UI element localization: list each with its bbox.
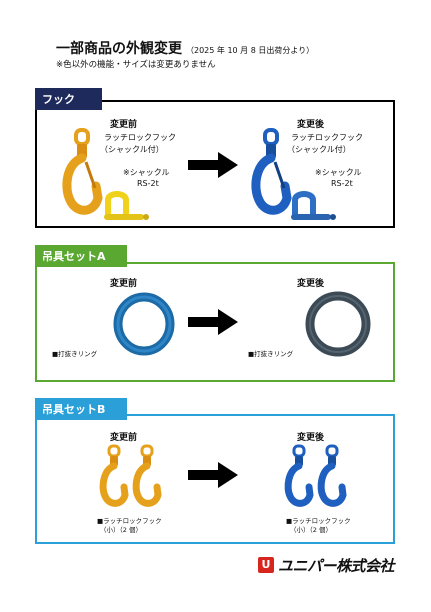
new-ring-image	[305, 291, 371, 357]
old-small-hook-2-image	[132, 444, 162, 507]
hook-section-tab: フック	[35, 88, 102, 110]
new-small-hook-1-image	[284, 444, 314, 507]
hook-after-label: 変更後	[297, 120, 325, 130]
set-b-after-caption-1: ■ラッチロックフック	[286, 517, 351, 525]
new-swivel-hook-image	[251, 128, 292, 215]
logo-mark-text: U	[261, 558, 271, 571]
set-a-before-label: 変更前	[110, 279, 138, 289]
set-b-section	[35, 414, 395, 544]
hook-before-label: 変更前	[110, 120, 138, 130]
set-b-after-caption-2: （小）（2 個）	[290, 526, 332, 534]
set-b-section-tab: 吊具セットB	[35, 398, 127, 420]
hook-before-name-2: （シャックル付）	[100, 145, 164, 154]
logo-mark-icon: U	[258, 557, 274, 573]
set-a-arrow-icon	[188, 309, 238, 335]
company-logo: U ユニパー株式会社	[258, 555, 398, 577]
hook-after-name-1: ラッチロックフック	[291, 133, 363, 142]
set-a-section-tab: 吊具セットA	[35, 245, 127, 267]
set-a-before-caption: ■打抜きリング	[52, 350, 98, 358]
set-b-before-caption-2: （小）（2 個）	[100, 526, 142, 534]
company-name: ユニパー株式会社	[278, 557, 395, 575]
set-b-before-caption-1: ■ラッチロックフック	[97, 517, 162, 525]
hook-before-note-1: ※シャックル	[123, 168, 170, 177]
hook-after-note-1: ※シャックル	[315, 168, 362, 177]
set-a-after-caption: ■打抜きリング	[248, 350, 294, 358]
hook-after-name-2: （シャックル付）	[287, 145, 351, 154]
page-subtitle: ※色以外の機能・サイズは変更ありません	[56, 60, 216, 70]
old-swivel-hook-image	[62, 128, 103, 215]
set-b-arrow-icon	[188, 462, 238, 488]
page-title: 一部商品の外観変更 （2025 年 10 月 8 日出荷分より）	[56, 38, 314, 58]
new-shackle-image	[291, 191, 336, 220]
old-shackle-image	[104, 191, 149, 220]
hook-before-note-2: RS-2t	[137, 179, 159, 188]
set-a-after-label: 変更後	[297, 279, 325, 289]
set-b-after-label: 変更後	[297, 433, 325, 443]
hook-before-name-1: ラッチロックフック	[104, 133, 176, 142]
hook-after-note-2: RS-2t	[331, 179, 353, 188]
date-note: （2025 年 10 月 8 日出荷分より）	[186, 46, 315, 55]
set-a-section	[35, 262, 395, 382]
hook-section	[35, 100, 395, 228]
hook-arrow-icon	[188, 152, 238, 178]
old-small-hook-1-image	[99, 444, 129, 507]
new-small-hook-2-image	[317, 444, 347, 507]
title-text: 一部商品の外観変更	[56, 41, 182, 57]
old-ring-image	[113, 292, 175, 356]
set-b-before-label: 変更前	[110, 433, 138, 443]
